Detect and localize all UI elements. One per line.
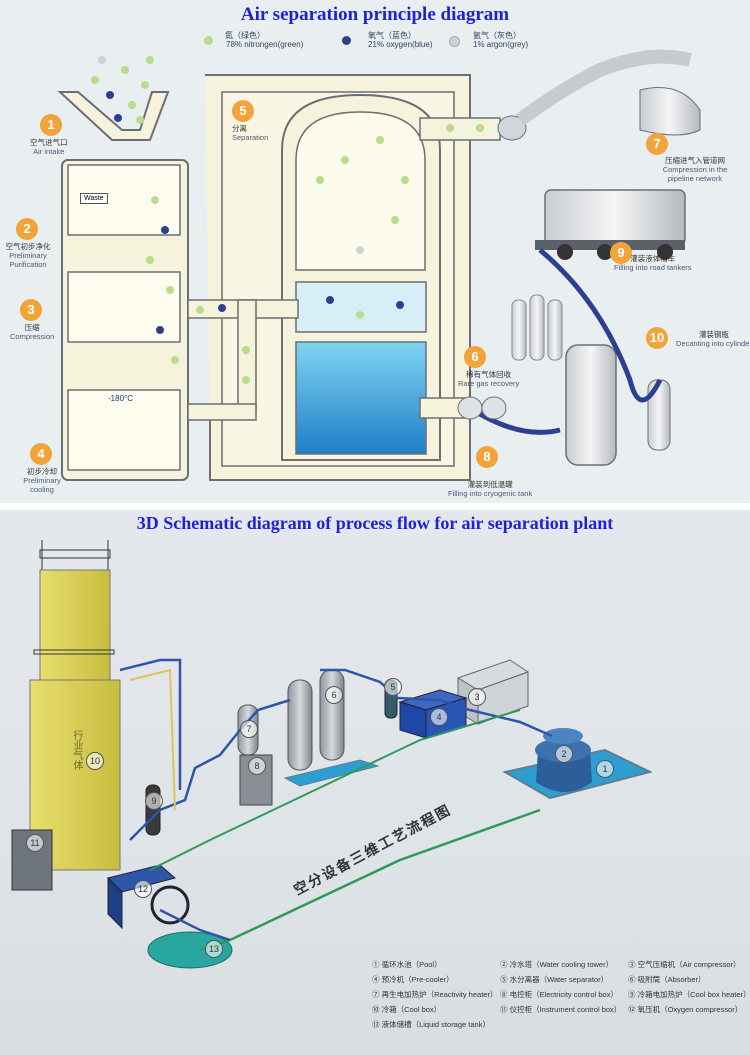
key-item-6: ⑥ 吸附筒（Absorber） [628,974,706,985]
key-item-5: ⑤ 水分离器（Water separator） [500,974,608,985]
key-item-2: ② 冷水塔（Water cooling tower） [500,959,613,970]
key-item-1: ① 循环水池（Pool） [372,959,442,970]
key-item-9: ⑨ 冷箱电加热炉（Cool box heater） [628,989,750,1000]
step-4-badge: 4 [30,443,52,465]
step-8-badge: 8 [476,446,498,468]
step-10-badge: 10 [646,327,668,349]
temperature-label: -180°C [108,394,133,403]
equipment-2-number: 2 [555,745,573,763]
waste-label: Waste [80,193,108,204]
separation-process-illustration [0,0,750,503]
key-item-10: ⑩ 冷箱（Cool box） [372,1004,441,1015]
key-item-11: ⑪ 仪控柜（Instrument control box） [500,1004,621,1015]
key-item-13: ⑬ 液体储槽（Liquid storage tank） [372,1019,490,1030]
equipment-3-number: 3 [468,688,486,706]
equipment-8-number: 8 [248,757,266,775]
key-item-3: ③ 空气压缩机（Air compressor） [628,959,741,970]
step-6-badge: 6 [464,346,486,368]
equipment-6-number: 6 [325,686,343,704]
key-item-4: ④ 预冷机（Pre-cooler） [372,974,454,985]
equipment-5-number: 5 [384,678,402,696]
key-item-12: ⑫ 氧压机（Oxygen compressor） [628,1004,742,1015]
equipment-10-number: 10 [86,752,104,770]
equipment-12-number: 12 [134,880,152,898]
step-3-badge: 3 [20,299,42,321]
equipment-7-number: 7 [240,720,258,738]
key-item-7: ⑦ 再生电加热炉（Reactivity heater） [372,989,497,1000]
step-2-badge: 2 [16,218,38,240]
step-7-badge: 7 [646,133,668,155]
panel-divider [0,503,750,510]
equipment-13-number: 13 [205,940,223,958]
cool-box-brand-text: 行业气体 [50,730,84,770]
process-flow-3d-panel: 3D Schematic diagram of process flow for… [0,510,750,1055]
air-separation-principle-panel: Air separation principle diagram 氮（绿色） 7… [0,0,750,503]
equipment-1-number: 1 [596,760,614,778]
equipment-9-number: 9 [145,792,163,810]
equipment-11-number: 11 [26,834,44,852]
key-item-8: ⑧ 电控柜（Electricity control box） [500,989,618,1000]
step-1-badge: 1 [40,114,62,136]
step-5-badge: 5 [232,100,254,122]
equipment-4-number: 4 [430,708,448,726]
